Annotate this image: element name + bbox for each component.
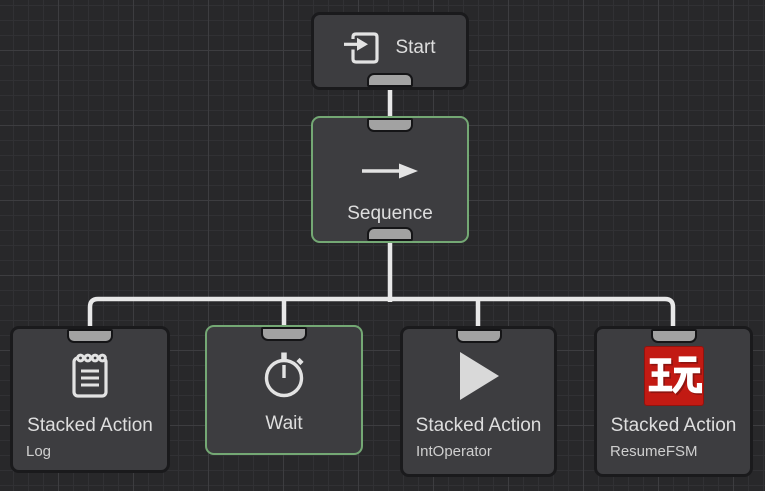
node-title: Stacked Action	[27, 415, 153, 436]
output-port[interactable]	[367, 73, 413, 87]
input-port[interactable]	[650, 329, 697, 343]
node-stacked-action-log[interactable]: Stacked Action Log	[10, 326, 170, 473]
node-start[interactable]: Start	[311, 12, 469, 90]
input-port[interactable]	[367, 118, 413, 132]
node-subtitle: ResumeFSM	[610, 443, 698, 460]
node-title: Stacked Action	[415, 415, 542, 436]
node-title: Stacked Action	[610, 415, 737, 436]
node-subtitle: IntOperator	[416, 443, 492, 460]
node-stacked-action-intoperator[interactable]: Stacked Action IntOperator	[400, 326, 557, 477]
node-sequence[interactable]: Sequence	[311, 116, 469, 243]
node-wait[interactable]: Wait	[205, 325, 363, 455]
node-title: Sequence	[347, 203, 433, 224]
node-subtitle: Log	[26, 443, 52, 460]
output-port[interactable]	[367, 227, 413, 241]
enter-icon	[344, 29, 382, 67]
stopwatch-icon	[207, 344, 361, 404]
node-title: Start	[395, 37, 436, 58]
input-port[interactable]	[261, 327, 307, 341]
notepad-icon	[13, 346, 167, 406]
node-title: Wait	[265, 413, 303, 434]
input-port[interactable]	[455, 329, 502, 343]
arrow-right-icon	[361, 160, 419, 182]
input-port[interactable]	[67, 329, 113, 343]
playmaker-icon	[597, 346, 750, 406]
play-icon	[403, 346, 554, 406]
edge-children-bus	[87, 296, 676, 331]
playmaker-badge	[643, 346, 704, 406]
node-stacked-action-resumefsm[interactable]: Stacked Action ResumeFSM	[594, 326, 753, 477]
